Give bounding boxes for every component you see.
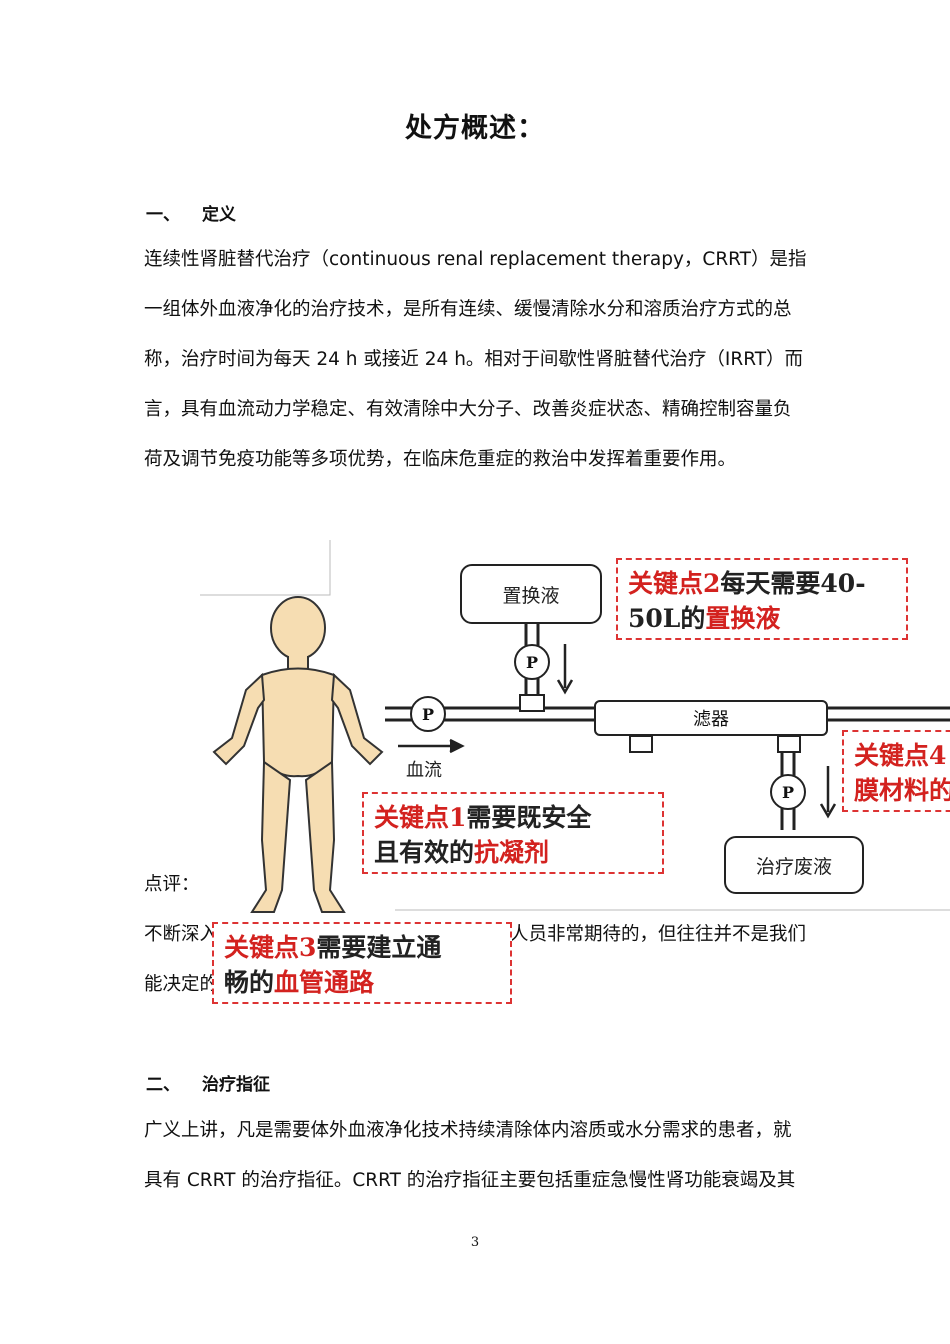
paragraph-line: 一组体外血液净化的治疗技术，是所有连续、缓慢清除水分和溶质治疗方式的总 bbox=[144, 299, 792, 320]
callout-3-text-1: 需要建立通 bbox=[316, 933, 442, 962]
section-1-title: 定义 bbox=[202, 205, 236, 225]
callout-key-point-3: 关键点3需要建立通 畅的血管通路 bbox=[212, 922, 512, 1004]
page-title: 处方概述： bbox=[405, 113, 545, 144]
callout-2-text-1: 每天需要40- bbox=[720, 569, 866, 598]
filter-box: 滤器 bbox=[594, 700, 828, 736]
section-2-heading: 二、 治疗指征 bbox=[146, 1070, 270, 1095]
blood-flow-label: 血流 bbox=[406, 760, 442, 781]
callout-2-key: 关键点2 bbox=[628, 569, 721, 598]
section-2-number: 二、 bbox=[146, 1075, 180, 1095]
section-2-title: 治疗指征 bbox=[202, 1075, 270, 1095]
callout-key-point-2: 关键点2每天需要40- 50L的置换液 bbox=[616, 558, 908, 640]
page-number: 3 bbox=[470, 1235, 480, 1250]
paragraph-line: 连续性肾脏替代治疗（continuous renal replacement t… bbox=[144, 249, 807, 270]
paragraph-line: 荷及调节免疫功能等多项优势，在临床危重症的救治中发挥着重要作用。 bbox=[144, 449, 737, 470]
pump-label: P bbox=[525, 652, 539, 672]
comment-line-1-right: 人员非常期待的，但往往并不是我们 bbox=[510, 924, 807, 945]
waste-fluid-box: 治疗废液 bbox=[724, 836, 864, 894]
callout-1-text-2b: 抗凝剂 bbox=[474, 838, 550, 867]
callout-4-key: 关键点4 bbox=[854, 741, 947, 770]
waste-fluid-label: 治疗废液 bbox=[755, 855, 832, 878]
crrt-diagram: 置换液 P P 滤器 P 治疗废液 血流 关键点2每天需要40- 50L的置换液… bbox=[0, 540, 950, 1010]
replacement-fluid-label: 置换液 bbox=[502, 584, 560, 607]
callout-1-text-1: 需要既安全 bbox=[466, 803, 592, 832]
diagram-lines bbox=[200, 540, 950, 913]
callout-4-text-1: 膜材料的 bbox=[854, 776, 950, 805]
replacement-pump: P bbox=[514, 644, 550, 680]
blood-pump: P bbox=[410, 696, 446, 732]
waste-pump: P bbox=[770, 774, 806, 810]
comment-label: 点评： bbox=[144, 874, 200, 895]
section-1-number: 一、 bbox=[146, 205, 180, 225]
section-1-heading: 一、 定义 bbox=[146, 200, 236, 225]
section-1-paragraph: 连续性肾脏替代治疗（continuous renal replacement t… bbox=[144, 245, 814, 495]
comment-line-1-left: 不断深入 bbox=[144, 924, 219, 945]
filter-label: 滤器 bbox=[693, 709, 729, 730]
callout-key-point-1: 关键点1需要既安全 且有效的抗凝剂 bbox=[362, 792, 664, 874]
callout-3-text-2b: 血管通路 bbox=[274, 968, 375, 997]
pump-label: P bbox=[421, 704, 435, 724]
paragraph-line: 广义上讲，凡是需要体外血液净化技术持续清除体内溶质或水分需求的患者，就 bbox=[144, 1120, 792, 1141]
callout-2-text-2a: 50L的 bbox=[628, 604, 706, 633]
callout-key-point-4: 关键点4 膜材料的 bbox=[842, 730, 950, 812]
pump-label: P bbox=[781, 782, 795, 802]
callout-1-key: 关键点1 bbox=[374, 803, 467, 832]
replacement-fluid-box: 置换液 bbox=[460, 564, 602, 624]
comment-line-2-left: 能决定的 bbox=[144, 974, 219, 995]
callout-1-text-2a: 且有效的 bbox=[374, 838, 475, 867]
callout-2-text-2b: 置换液 bbox=[705, 604, 781, 633]
callout-3-text-2a: 畅的 bbox=[224, 968, 275, 997]
callout-3-key: 关键点3 bbox=[224, 933, 317, 962]
paragraph-line: 言，具有血流动力学稳定、有效清除中大分子、改善炎症状态、精确控制容量负 bbox=[144, 399, 792, 420]
paragraph-line: 具有 CRRT 的治疗指征。CRRT 的治疗指征主要包括重症急慢性肾功能衰竭及其 bbox=[144, 1170, 796, 1191]
section-2-paragraph: 广义上讲，凡是需要体外血液净化技术持续清除体内溶质或水分需求的患者，就 具有 C… bbox=[144, 1116, 814, 1216]
paragraph-line: 称，治疗时间为每天 24 h 或接近 24 h。相对于间歇性肾脏替代治疗（IRR… bbox=[144, 349, 804, 370]
patient-figure bbox=[212, 596, 384, 913]
